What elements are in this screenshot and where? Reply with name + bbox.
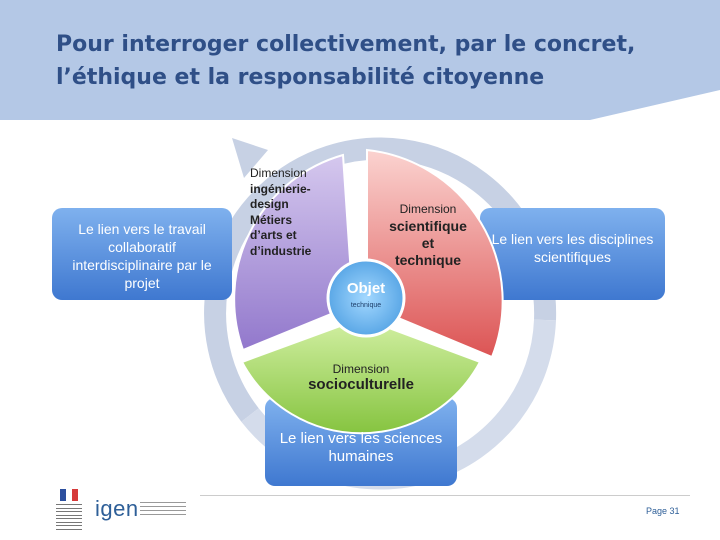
purple-line-4: Métiers: [250, 212, 293, 227]
green-label: socioculturelle: [308, 376, 414, 393]
box-left-label: Le lien vers le travail collaboratif int…: [72, 221, 212, 291]
footer-divider: [200, 495, 690, 496]
box-right[interactable]: [480, 208, 665, 300]
cycle-arrowhead: [232, 138, 268, 178]
page-number: Page 31: [646, 506, 680, 516]
center-label: Objet: [346, 280, 386, 297]
page-title: Pour interroger collectivement, par le c…: [56, 28, 676, 94]
igen-logo: igen: [95, 496, 139, 521]
center-circle[interactable]: [326, 258, 406, 338]
purple-line-1: Dimension: [250, 166, 307, 180]
igen-logo-subtitle: [140, 502, 186, 518]
header-band: [0, 0, 720, 120]
republique-logo: [52, 487, 86, 533]
red-line-1: scientifique: [389, 218, 467, 234]
flag-icon: [60, 489, 78, 501]
box-left[interactable]: [52, 208, 232, 300]
segment-green[interactable]: [240, 316, 482, 435]
purple-label: Dimension ingénierie- design Métiers d’a…: [250, 166, 330, 259]
red-label: scientifique et technique: [376, 218, 480, 269]
title-line-1: Pour interroger collectivement, par le c…: [56, 32, 636, 57]
red-line-2: et: [421, 235, 435, 251]
purple-line-6: d’industrie: [250, 243, 312, 258]
purple-line-3: design: [250, 197, 289, 211]
green-small-label: Dimension: [332, 362, 390, 376]
title-line-2: l’éthique et la responsabilité citoyenne: [56, 65, 545, 90]
purple-line-2: ingénierie-: [250, 181, 311, 196]
segment-purple[interactable]: [233, 153, 355, 352]
purple-line-5: d’arts et: [250, 228, 297, 242]
box-right-label: Le lien vers les disciplines scientifiqu…: [491, 231, 654, 265]
red-small-label: Dimension: [399, 202, 457, 216]
center-sublabel: technique: [350, 302, 382, 309]
red-line-3: technique: [394, 252, 462, 268]
box-bottom-label: Le lien vers les sciences humaines: [279, 430, 443, 465]
